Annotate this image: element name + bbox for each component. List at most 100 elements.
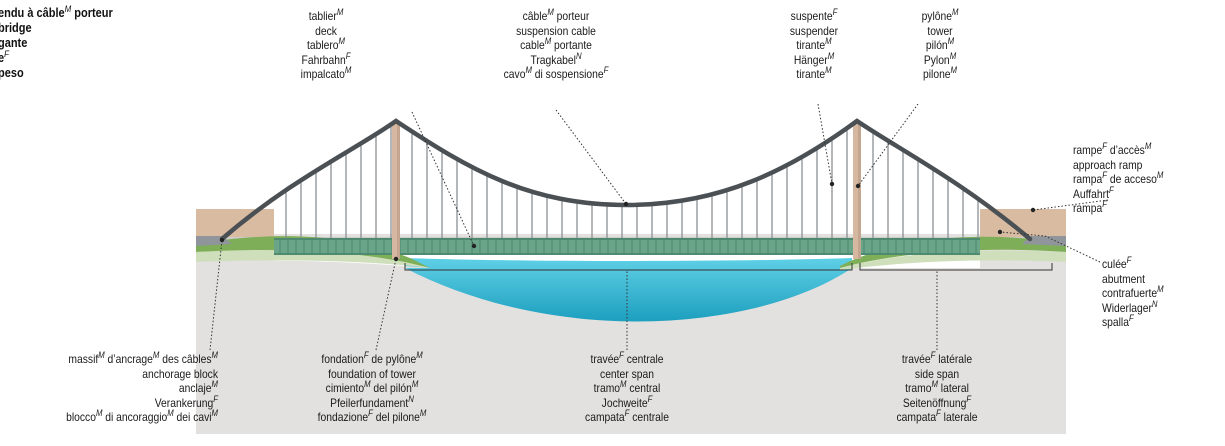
gender-marker: M: [547, 7, 554, 17]
label-line: deck: [240, 24, 412, 39]
label-text: d’ancrage: [104, 352, 153, 366]
label-text: campata: [585, 410, 625, 425]
label-line: massifM d’ancrageM des câblesM: [31, 350, 218, 367]
gender-marker: M: [411, 379, 419, 390]
title-line: bridge: [0, 21, 113, 36]
label-line: tower: [888, 24, 991, 39]
gender-marker: N: [575, 50, 582, 61]
label-text: porteur: [71, 6, 113, 20]
label-line: AuffahrtF: [1073, 184, 1163, 202]
gender-marker: M: [211, 379, 218, 390]
label-text: câble: [522, 9, 548, 23]
label-line: contrafuerteM: [1102, 284, 1164, 301]
label-line: pylôneM: [888, 8, 991, 24]
gender-marker: M: [419, 408, 427, 419]
gender-marker: N: [408, 393, 414, 404]
label-text: tower: [927, 23, 953, 38]
leader-dots: [219, 181, 1036, 262]
label-text: tramo: [593, 381, 621, 396]
label-line: pilónM: [888, 37, 991, 53]
gender-marker: M: [620, 379, 627, 390]
label-text: Pfeilerfundament: [330, 395, 409, 410]
gender-marker: M: [525, 65, 532, 76]
label-text: campata: [896, 410, 937, 425]
gender-marker: M: [544, 36, 552, 47]
label-suspender: suspenteF suspender tiranteM HängerM tir…: [745, 7, 883, 82]
gender-marker: F: [624, 408, 630, 419]
label-line: fondationF de pylôneM: [277, 351, 466, 367]
label-text: fondation: [321, 352, 364, 366]
gender-marker: F: [1102, 141, 1107, 151]
label-text: endu à câble: [0, 6, 65, 20]
label-text: travée: [590, 352, 620, 366]
label-text: rampa: [1073, 172, 1103, 187]
label-line: impalcatoM: [240, 66, 412, 82]
label-center-span: travéeF centrale center span tramoM cent…: [550, 351, 705, 425]
label-line: rampaF: [1073, 200, 1163, 216]
label-text: travée: [901, 352, 931, 366]
label-line: travéeF latérale: [860, 350, 1015, 367]
gender-marker: F: [832, 7, 838, 17]
label-tower: pylôneM tower pilónM PylonM piloneM: [888, 8, 991, 82]
label-text: de acceso: [1106, 172, 1157, 187]
label-text: gante: [0, 36, 28, 50]
label-text: portante: [551, 38, 592, 53]
label-line: câbleM porteur: [460, 7, 653, 24]
label-line: SeitenöffnungF: [860, 394, 1015, 411]
label-text: del pilone: [372, 410, 420, 425]
label-line: piloneM: [888, 66, 991, 82]
title-line: peso: [0, 66, 113, 81]
gender-marker: M: [1156, 170, 1164, 181]
label-text: fondazione: [317, 410, 369, 425]
label-line: tiranteM: [745, 66, 883, 82]
gender-marker: F: [1108, 184, 1114, 195]
label-text: center span: [600, 366, 654, 381]
gender-marker: F: [930, 350, 936, 360]
label-line: tablierM: [240, 8, 412, 24]
gender-marker: M: [211, 350, 218, 360]
label-text: cable: [520, 38, 545, 53]
label-text: anclaje: [178, 381, 212, 396]
gender-marker: M: [827, 50, 835, 61]
gender-marker: F: [647, 393, 653, 404]
label-text: side span: [914, 366, 960, 381]
label-text: Widerlager: [1102, 300, 1152, 315]
label-text: foundation of tower: [328, 366, 416, 381]
span-brackets: [404, 263, 1053, 271]
label-line: bloccoM di ancoraggioM dei caviM: [31, 408, 218, 425]
label-text: rampa: [1073, 201, 1103, 216]
gender-marker: M: [167, 408, 174, 419]
suspenders: [285, 126, 979, 238]
label-text: pylône: [921, 9, 952, 23]
label-text: culée: [1102, 257, 1127, 271]
label-line: rampaF de accesoM: [1073, 170, 1164, 187]
label-suspension-cable: câbleM porteur suspension cable cableM p…: [460, 7, 653, 82]
label-line: PfeilerfundamentN: [277, 393, 466, 411]
label-line: center span: [550, 367, 705, 382]
gender-marker: F: [603, 65, 609, 76]
label-line: tiranteM: [745, 37, 883, 53]
label-text: latérale: [935, 352, 973, 366]
abutment-left: [196, 209, 274, 241]
gender-marker: M: [1157, 284, 1164, 295]
label-line: tableroM: [240, 37, 412, 53]
label-text: tablero: [306, 38, 339, 53]
label-line: foundation of tower: [277, 367, 466, 382]
label-text: di ancoraggio: [102, 410, 168, 425]
gender-marker: N: [1151, 298, 1158, 309]
label-text: impalcato: [300, 67, 345, 82]
label-line: tramoM central: [550, 379, 705, 396]
label-text: Jochweite: [601, 395, 648, 410]
deck: [274, 238, 980, 255]
label-text: Hänger: [793, 52, 828, 67]
gender-marker: M: [152, 350, 160, 360]
label-line: TragkabelN: [460, 50, 653, 68]
label-text: Auffahrt: [1073, 186, 1109, 201]
gender-marker: F: [936, 408, 941, 419]
gender-marker: M: [364, 379, 371, 390]
label-text: cavo: [503, 67, 526, 82]
gender-marker: F: [1128, 313, 1134, 324]
label-text: pilón: [925, 38, 948, 53]
label-text: contrafuerte: [1102, 286, 1158, 301]
label-text: tirante: [796, 67, 826, 82]
